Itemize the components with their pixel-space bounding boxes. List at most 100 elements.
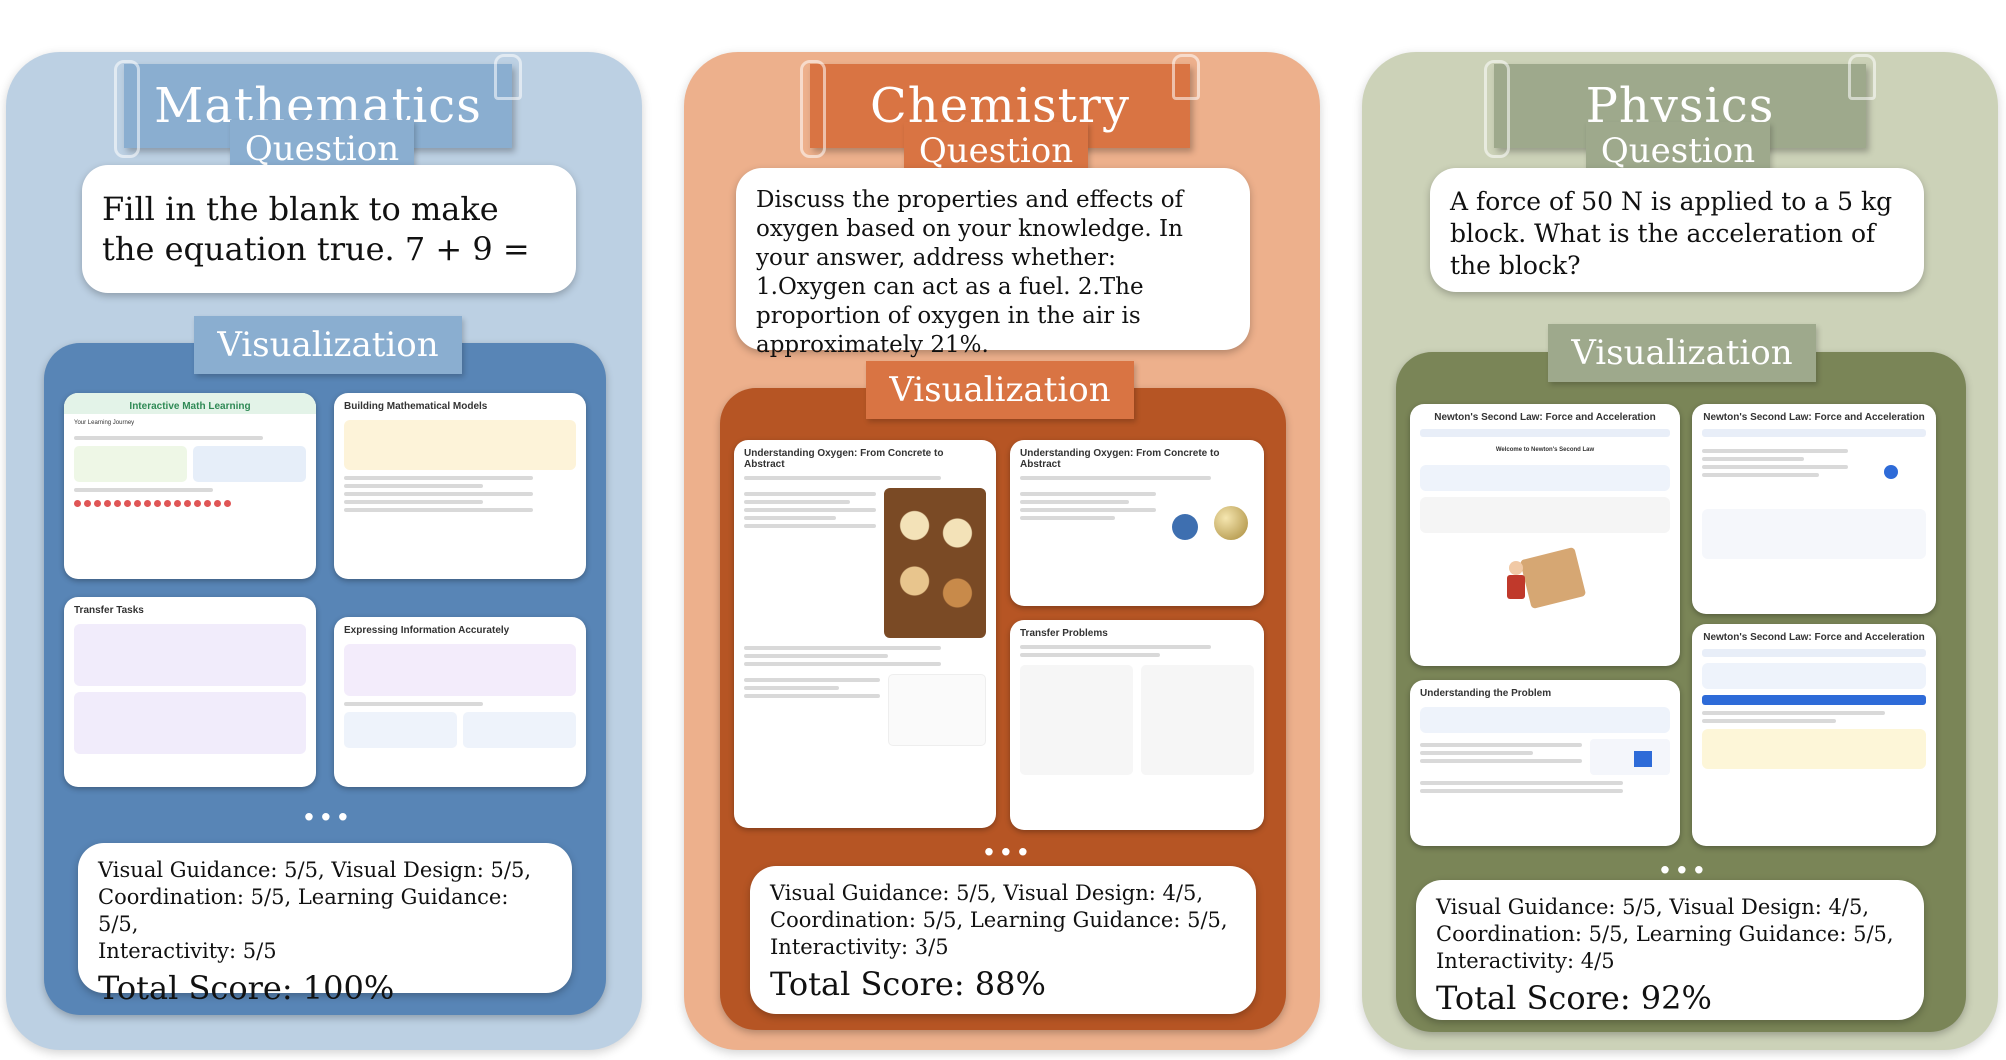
thumb-title: Interactive Math Learning [129,401,251,412]
given-section [1420,739,1670,775]
nav-tabs [1702,649,1926,657]
text-line [344,492,533,496]
phenomena-text [744,488,876,638]
thumb-cards [74,446,306,482]
score-line: Coordination: 5/5, Learning Guidance: 5/… [1436,922,1894,946]
score-line: Coordination: 5/5, Learning Guidance: 5/… [98,885,509,936]
thumb-title: Transfer Problems [1020,628,1108,639]
text-line [1020,476,1211,480]
block-diagram [1590,739,1670,775]
problem-card [1141,665,1254,775]
free-body-section [1702,445,1926,501]
thumb-title: Newton's Second Law: Force and Accelerat… [1434,412,1656,423]
text-line [744,646,941,650]
thumb-title: Understanding Oxygen: From Concrete to A… [744,448,944,470]
visualization-tag: Visualization [866,361,1134,419]
visualization-box: Visualization Newton's Second Law: Force… [1396,324,1966,1032]
screenshot-thumbnail: Building Mathematical Models [334,393,586,579]
thumb-title: Expressing Information Accurately [344,625,510,636]
question-text: Discuss the properties and effects of ox… [756,187,1184,358]
text-line [344,500,483,504]
banner-scroll-curl [494,54,522,100]
total-score: Total Score: 92% [1436,979,1712,1017]
question-box: Fill in the blank to make the equation t… [82,165,576,293]
text-line [74,436,263,440]
more-ellipsis: ... [302,783,353,830]
score-box: Visual Guidance: 5/5, Visual Design: 5/5… [78,843,572,1007]
score-box: Visual Guidance: 5/5, Visual Design: 4/5… [750,866,1256,1014]
score-box: Visual Guidance: 5/5, Visual Design: 4/5… [1416,880,1924,1020]
text-line [1702,719,1837,723]
score-line: Visual Guidance: 5/5, Visual Design: 5/5… [98,858,531,882]
nav-tabs [1702,429,1926,437]
thumb-cards [344,712,576,748]
text-line [344,702,483,706]
text-line [744,476,941,480]
text-line [1420,781,1623,785]
nav-tabs [1420,429,1670,437]
banner-scroll-curl [1172,54,1200,100]
text-line [344,508,533,512]
screenshot-thumbnail: Understanding Oxygen: From Concrete to A… [734,440,996,828]
thumb-title: Building Mathematical Models [344,401,488,412]
banner-scroll-curl [114,60,140,158]
score-lines: Visual Guidance: 5/5, Visual Design: 4/5… [1436,894,1904,975]
thumb-subtitle: Your Learning Journey [74,420,135,426]
screenshot-thumbnail: Interactive Math Learning Your Learning … [64,393,316,579]
oxygen-molecule [1164,488,1254,558]
score-lines: Visual Guidance: 5/5, Visual Design: 5/5… [98,857,552,965]
framework-block [344,420,576,470]
slider-line [1420,789,1623,793]
visualization-tag-label: Visualization [1571,333,1793,373]
physics-panel: Physics Question A force of 50 N is appl… [1362,52,1998,1050]
score-lines: Visual Guidance: 5/5, Visual Design: 4/5… [770,880,1236,961]
model-section [1020,488,1254,558]
text-line [344,484,483,488]
screenshot-thumbnail: Newton's Second Law: Force and Accelerat… [1410,404,1680,666]
thumb-title: Understanding the Problem [1420,688,1552,699]
why-block [1420,497,1670,533]
thumb-header: Interactive Math Learning [64,393,316,414]
visualization-tag-label: Visualization [889,370,1111,410]
more-ellipsis: ... [982,818,1033,865]
thumb-title: Newton's Second Law: Force and Accelerat… [1703,412,1925,423]
thumb-title: Transfer Tasks [74,605,144,616]
thumb-subtitle: Welcome to Newton's Second Law [1495,447,1595,453]
visualization-tag: Visualization [194,316,462,374]
box-push-illustration [1505,539,1587,619]
text-line [744,654,889,658]
more-ellipsis: ... [1658,836,1709,883]
text-line [74,488,213,492]
reaction-section [744,674,986,746]
screenshot-thumbnail: Newton's Second Law: Force and Accelerat… [1692,404,1936,614]
score-line: Interactivity: 4/5 [1436,949,1615,973]
screenshot-thumbnail: Understanding Oxygen: From Concrete to A… [1010,440,1264,606]
question-text: Fill in the blank to make the equation t… [102,190,530,268]
screenshot-thumbnail: Understanding the Problem [1410,680,1680,846]
thumb-card [74,446,187,482]
phenomena-section [744,488,986,638]
total-score: Total Score: 100% [98,969,395,1007]
score-line: Visual Guidance: 5/5, Visual Design: 4/5… [770,881,1203,905]
show-step-bar [1702,695,1926,705]
hint-block [1702,729,1926,769]
score-line: Coordination: 5/5, Learning Guidance: 5/… [770,908,1228,932]
screenshot-thumbnail: Expressing Information Accurately [334,617,586,787]
question-tag-label: Question [918,131,1074,171]
question-tag-label: Question [244,129,400,169]
text-line [1020,645,1211,649]
text-line [1702,711,1885,715]
question-tag: Question [230,120,414,178]
formula-block [1420,465,1670,491]
transfer-section [1020,665,1254,775]
law-block [1702,509,1926,559]
banner-scroll-curl [800,60,826,158]
question-text: A force of 50 N is applied to a 5 kg blo… [1450,187,1893,280]
thumb-card [193,446,306,482]
visualization-tag-label: Visualization [217,325,439,365]
problem-card [1020,665,1133,775]
free-body-diagram [1856,445,1926,501]
score-line: Interactivity: 5/5 [98,939,277,963]
visualization-box: Visualization Understanding Oxygen: From… [720,361,1286,1030]
text-line [344,476,533,480]
